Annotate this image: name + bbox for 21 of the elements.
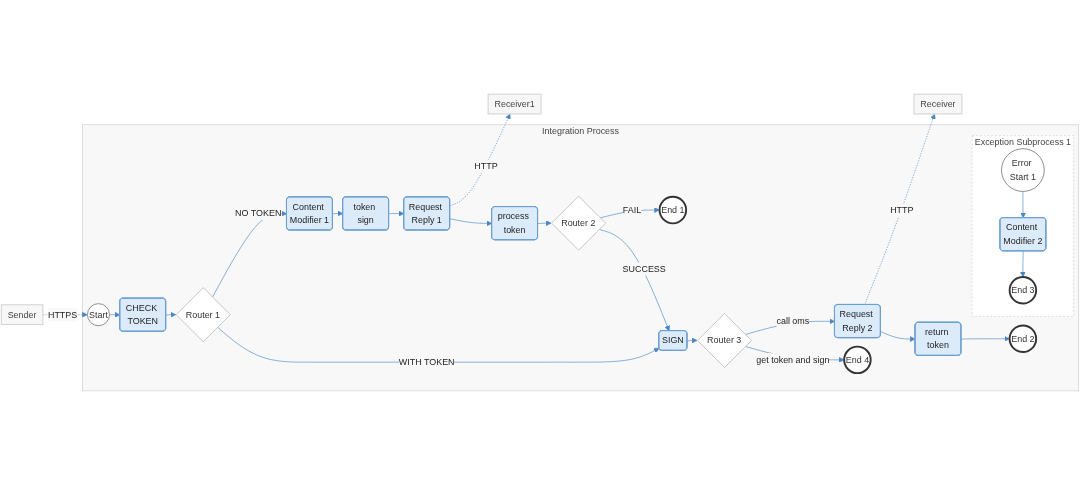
node-circle: Error Start 1 bbox=[1001, 148, 1045, 192]
node-diamond: Router 1 bbox=[175, 287, 231, 342]
edge-label: call oms bbox=[776, 315, 810, 326]
node-box: Receiver1 bbox=[487, 93, 542, 115]
node-circle: End 4 bbox=[843, 345, 872, 375]
edge-label: HTTP bbox=[890, 204, 914, 215]
node-circle: End 1 bbox=[658, 195, 688, 225]
node-diamond: Router 2 bbox=[551, 195, 606, 251]
edge-label: HTTP bbox=[474, 160, 498, 172]
node-box: Sender bbox=[0, 304, 44, 326]
edge-label: FAIL bbox=[622, 204, 642, 215]
node-circle: End 2 bbox=[1008, 324, 1038, 354]
edge-label: SUCCESS bbox=[622, 263, 666, 274]
node-circle: Start bbox=[86, 303, 110, 327]
edge-label: HTTPS bbox=[47, 309, 78, 320]
node-circle: End 3 bbox=[1008, 276, 1038, 305]
node-diamond: Router 3 bbox=[697, 313, 752, 368]
node-box: Receiver bbox=[913, 93, 963, 115]
edge-label: get token and sign bbox=[756, 354, 830, 365]
edge-label: WITH TOKEN bbox=[398, 356, 455, 367]
edge-label: NO TOKEN bbox=[235, 207, 282, 219]
